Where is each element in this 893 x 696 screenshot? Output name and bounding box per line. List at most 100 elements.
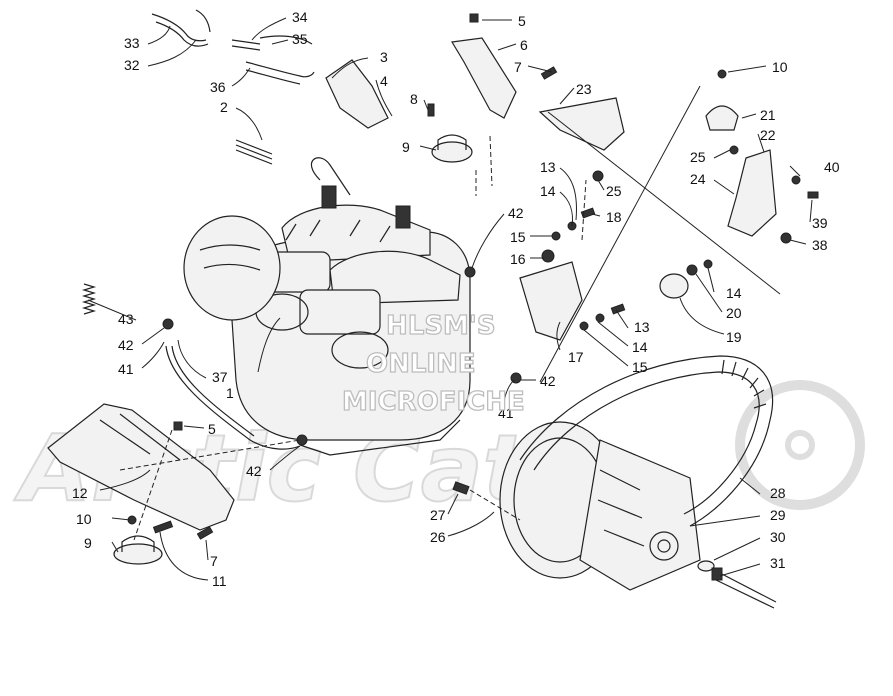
callout-8: 8: [410, 91, 418, 107]
callout-4: 4: [380, 73, 388, 89]
drive-clutch: [499, 421, 701, 591]
bolt-7-upper: [540, 66, 558, 80]
bolt-18: [580, 207, 596, 219]
engine-block: [229, 157, 471, 456]
callout-35: 35: [292, 31, 308, 47]
recoil-cover-disc: [183, 215, 281, 321]
callout-2: 2: [220, 99, 228, 115]
callout-23: 23: [576, 81, 592, 97]
callout-9-upper: 9: [402, 139, 410, 155]
nut-38: [780, 232, 792, 244]
callout-25-center: 25: [606, 183, 622, 199]
callout-5-upper: 5: [518, 13, 526, 29]
callout-42-bottom: 42: [246, 463, 262, 479]
callout-16: 16: [510, 251, 526, 267]
bolt-5-lower: [173, 421, 183, 431]
callout-13-lower: 13: [634, 319, 650, 335]
bolt-27: [452, 481, 470, 495]
spark-plug-cap-right: [395, 205, 411, 229]
callout-31: 31: [770, 555, 786, 571]
callout-17: 17: [568, 349, 584, 365]
reference-lines: [119, 135, 587, 541]
callout-24: 24: [690, 171, 706, 187]
callout-21: 21: [760, 107, 776, 123]
mount-21: [705, 105, 739, 131]
leader-lines: [87, 17, 813, 581]
carburetor-right: [299, 289, 381, 335]
callout-40: 40: [824, 159, 840, 175]
callout-37: 37: [212, 369, 228, 385]
callout-29: 29: [770, 507, 786, 523]
wheel-hub-watermark-icon: [785, 430, 815, 460]
engine-mount-upper: [431, 37, 517, 163]
torque-arm-23: [538, 97, 625, 151]
spring-43: [81, 283, 97, 315]
damper-9-upper: [431, 141, 473, 163]
callout-15-upper: 15: [510, 229, 526, 245]
callout-38: 38: [812, 237, 828, 253]
watermark-line-1: HLSM'S: [386, 311, 496, 341]
engine-base: [299, 419, 461, 456]
nut-42-upper: [464, 266, 476, 278]
engine-plate-12-ribs: [99, 413, 181, 461]
callout-42-left: 42: [118, 337, 134, 353]
callout-14-lower: 14: [632, 339, 648, 355]
callout-42-right: 42: [540, 373, 556, 389]
callout-42-upper: 42: [508, 205, 524, 221]
washer-20: [686, 264, 698, 276]
bolt-31-head: [711, 567, 723, 581]
callout-27: 27: [430, 507, 446, 523]
clutch-hub: [649, 531, 679, 561]
intake-port-right: [331, 331, 389, 369]
callout-41-right: 41: [498, 405, 514, 421]
callout-28: 28: [770, 485, 786, 501]
washer-40: [791, 175, 801, 185]
bolt-31-shank: [715, 571, 777, 609]
nut-42-left: [162, 318, 174, 330]
clutch-weights: [597, 469, 645, 547]
bolt-7-lower: [196, 526, 214, 540]
bolt-5-upper: [469, 13, 479, 23]
washer-14-lower: [579, 321, 589, 331]
callout-19: 19: [726, 329, 742, 345]
washer-25-right: [729, 145, 739, 155]
hose-36: [245, 61, 315, 78]
drive-belt-28: [519, 355, 774, 527]
washer-30: [697, 560, 715, 572]
nut-25-center: [592, 170, 604, 182]
hose-clamp-32: [195, 9, 211, 33]
bolt-11: [152, 520, 174, 534]
bolt-39: [807, 191, 819, 199]
callout-43: 43: [118, 311, 134, 327]
torque-link: [538, 85, 781, 383]
clutch-bolt: [697, 560, 777, 609]
cylinder-head-left: [281, 204, 431, 263]
engine-plate-12: [47, 403, 235, 531]
watermark-line-2: ONLINE: [366, 349, 476, 379]
callout-6: 6: [520, 37, 528, 53]
oil-line-41-inner: [171, 345, 255, 437]
callout-22: 22: [760, 127, 776, 143]
watermark-line-3: MICROFICHE: [342, 387, 525, 417]
washer-14-right: [703, 259, 713, 269]
callout-14-right: 14: [726, 285, 742, 301]
callout-15-lower: 15: [632, 359, 648, 375]
callout-5-lower: 5: [208, 421, 216, 437]
alignment-line-torque: [547, 111, 781, 295]
wheel-watermark-icon: [735, 380, 865, 510]
hose-35: [259, 35, 313, 45]
clutch-hub-bore: [657, 539, 671, 553]
callout-32: 32: [124, 57, 140, 73]
callout-9-lower: 9: [84, 535, 92, 551]
bracket-22: [727, 149, 777, 237]
callout-10-upper: 10: [772, 59, 788, 75]
callout-18: 18: [606, 209, 622, 225]
washer-15-lower: [595, 313, 605, 323]
recoil-cover: [183, 215, 281, 321]
callout-36: 36: [210, 79, 226, 95]
hlsm-watermark: HLSM'S ONLINE MICROFICHE: [341, 310, 525, 417]
spark-plug-cap-left: [321, 185, 337, 209]
screw-8: [427, 103, 435, 117]
callout-39: 39: [812, 215, 828, 231]
